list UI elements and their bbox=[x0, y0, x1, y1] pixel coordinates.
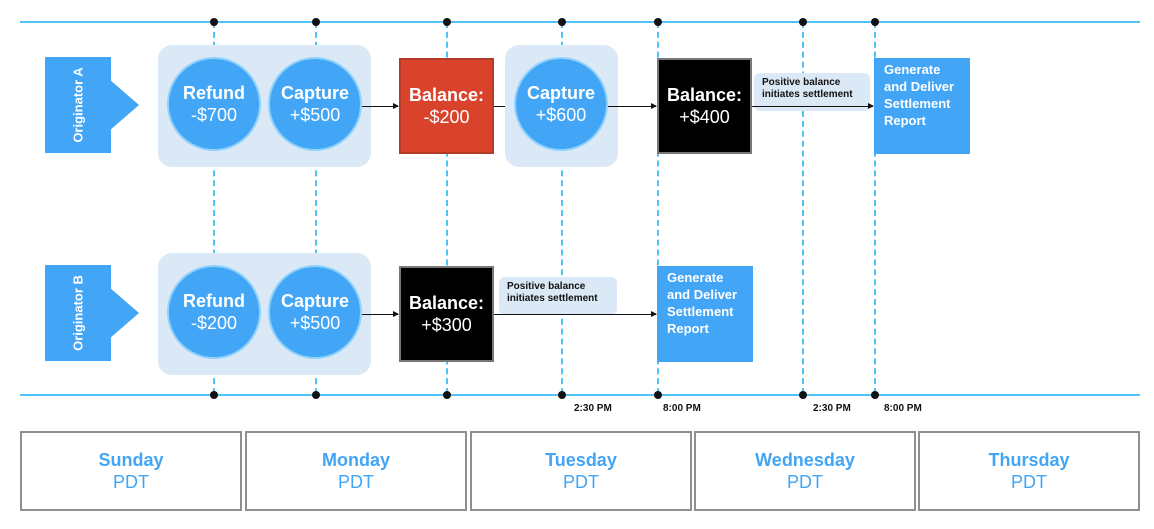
day-name: Thursday bbox=[988, 450, 1070, 470]
day-box-tuesday: Tuesday PDT bbox=[470, 431, 692, 511]
day-name: Sunday bbox=[98, 450, 164, 470]
timeline-dot bbox=[799, 391, 807, 399]
day-timezone: PDT bbox=[338, 472, 374, 492]
settlement-report-box: Generate and Deliver Settlement Report bbox=[874, 58, 970, 154]
timeline-dot bbox=[443, 18, 451, 26]
settlement-report-box: Generate and Deliver Settlement Report bbox=[657, 266, 753, 362]
balance-amount: +$400 bbox=[679, 107, 730, 127]
settlement-note: Positive balance initiates settlement bbox=[499, 277, 617, 315]
day-timezone: PDT bbox=[563, 472, 599, 492]
capture-title: Capture bbox=[280, 291, 349, 311]
bottom-timeline bbox=[20, 394, 1140, 396]
marker-line bbox=[657, 22, 659, 394]
day-box-sunday: Sunday PDT bbox=[20, 431, 242, 511]
timeline-dot bbox=[312, 391, 320, 399]
refund-circle: Refund -$200 bbox=[167, 265, 261, 359]
marker-line bbox=[213, 22, 215, 394]
day-box-wednesday: Wednesday PDT bbox=[694, 431, 916, 511]
flow-arrow bbox=[362, 311, 399, 317]
timeline-dot bbox=[558, 391, 566, 399]
flow-arrow bbox=[608, 103, 657, 109]
marker-line bbox=[561, 22, 563, 394]
timeline-dot bbox=[654, 391, 662, 399]
day-timezone: PDT bbox=[113, 472, 149, 492]
capture-amount: +$600 bbox=[535, 105, 587, 125]
time-label: 2:30 PM bbox=[574, 403, 612, 414]
refund-amount: -$700 bbox=[190, 105, 238, 125]
time-label: 2:30 PM bbox=[813, 403, 851, 414]
settlement-note: Positive balance initiates settlement bbox=[754, 73, 870, 111]
day-timezone: PDT bbox=[787, 472, 823, 492]
timeline-dot bbox=[799, 18, 807, 26]
timeline-dot bbox=[443, 391, 451, 399]
capture-circle: Capture +$500 bbox=[268, 265, 362, 359]
day-name: Wednesday bbox=[755, 450, 855, 470]
balance-amount: -$200 bbox=[423, 107, 470, 127]
timeline-dot bbox=[210, 18, 218, 26]
balance-amount: +$300 bbox=[421, 315, 472, 335]
refund-title: Refund bbox=[183, 83, 245, 103]
marker-line bbox=[802, 22, 804, 394]
time-label: 8:00 PM bbox=[884, 403, 922, 414]
originator-a-label: Originator A bbox=[70, 67, 86, 143]
flow-arrow bbox=[752, 103, 874, 109]
balance-positive-box: Balance: +$400 bbox=[657, 58, 752, 154]
day-box-thursday: Thursday PDT bbox=[918, 431, 1140, 511]
day-timezone: PDT bbox=[1011, 472, 1047, 492]
refund-title: Refund bbox=[183, 291, 245, 311]
refund-amount: -$200 bbox=[190, 313, 238, 333]
timeline-dot bbox=[654, 18, 662, 26]
day-box-monday: Monday PDT bbox=[245, 431, 467, 511]
timeline-dot bbox=[871, 391, 879, 399]
flow-arrow bbox=[494, 311, 657, 317]
capture-title: Capture bbox=[526, 83, 595, 103]
capture-circle: Capture +$500 bbox=[268, 57, 362, 151]
timeline-dot bbox=[210, 391, 218, 399]
marker-line bbox=[446, 22, 448, 394]
time-label: 8:00 PM bbox=[663, 403, 701, 414]
capture-title: Capture bbox=[280, 83, 349, 103]
day-name: Tuesday bbox=[545, 450, 617, 470]
timeline-dot bbox=[558, 18, 566, 26]
flow-arrow bbox=[362, 103, 399, 109]
marker-line bbox=[315, 22, 317, 394]
balance-negative-box: Balance: -$200 bbox=[399, 58, 494, 154]
marker-line bbox=[874, 22, 876, 394]
balance-positive-box: Balance: +$300 bbox=[399, 266, 494, 362]
day-name: Monday bbox=[321, 450, 390, 470]
timeline-dot bbox=[312, 18, 320, 26]
originator-b-label: Originator B bbox=[70, 275, 86, 351]
balance-title: Balance: bbox=[408, 85, 485, 105]
balance-title: Balance: bbox=[408, 293, 485, 313]
originator-a-arrow: Originator A bbox=[45, 57, 145, 153]
timeline-dot bbox=[871, 18, 879, 26]
balance-title: Balance: bbox=[666, 85, 743, 105]
capture-amount: +$500 bbox=[289, 313, 341, 333]
capture-amount: +$500 bbox=[289, 105, 341, 125]
capture-circle: Capture +$600 bbox=[514, 57, 608, 151]
originator-b-arrow: Originator B bbox=[45, 265, 145, 361]
top-timeline bbox=[20, 21, 1140, 23]
refund-circle: Refund -$700 bbox=[167, 57, 261, 151]
